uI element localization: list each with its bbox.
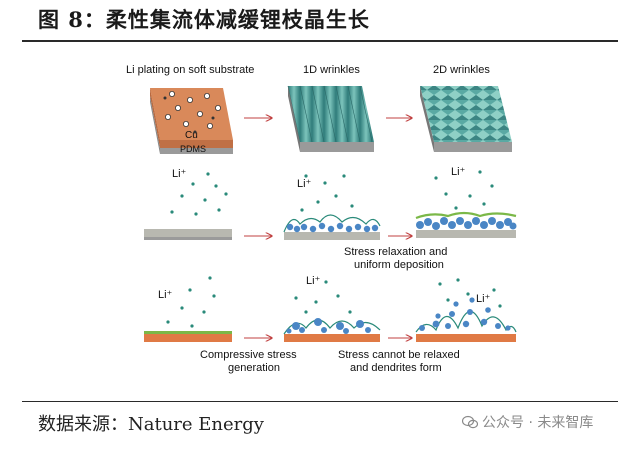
source-note: 数据来源：Nature Energy <box>38 414 264 435</box>
row2-left-li-ion: Li⁺ <box>172 168 187 180</box>
row3-left-li-ion: Li⁺ <box>158 289 173 301</box>
row2-mid-substrate <box>283 214 381 240</box>
source-rule <box>22 401 618 402</box>
row2-left-ions <box>170 172 228 216</box>
watermark: 公众号 · 未来智库 <box>462 412 593 432</box>
row2-right-substrate <box>415 211 517 238</box>
caption-compressive-2: generation <box>228 362 280 374</box>
row3-mid-ions <box>294 280 352 314</box>
label-li-plating: Li plating on soft substrate <box>126 64 254 76</box>
row3-right-ions <box>438 278 502 308</box>
label-2d-wrinkles: 2D wrinkles <box>433 64 490 76</box>
wrinkles-1d-block <box>287 85 374 152</box>
row2-right-ions <box>434 170 494 210</box>
watermark-text: 公众号 · 未来智库 <box>482 415 594 431</box>
label-pdms: PDMS <box>180 144 206 154</box>
row2-mid-li-ion: Li⁺ <box>297 178 312 190</box>
soft-substrate-block: Cu PDMS <box>150 88 233 154</box>
label-1d-wrinkles: 1D wrinkles <box>303 64 360 76</box>
row2-mid-ions <box>300 174 354 212</box>
caption-stress-relax-1: Stress relaxation and <box>344 246 447 258</box>
title-rule <box>22 40 618 42</box>
row2-left-substrate <box>144 229 232 240</box>
figure-title: 图 8：柔性集流体减缓锂枝晶生长 <box>38 7 370 32</box>
caption-cannot-relax-1: Stress cannot be relaxed <box>338 349 460 361</box>
row3-mid-substrate <box>283 318 381 342</box>
label-cu: Cu <box>185 130 198 141</box>
li-plating-diagram: Li plating on soft substrate 1D wrinkles… <box>126 64 517 374</box>
wechat-icon <box>462 415 478 429</box>
wrinkles-2d-block <box>420 86 512 152</box>
row3-left-substrate <box>144 331 232 342</box>
row3-right-li-ion: Li⁺ <box>476 293 491 305</box>
row3-left-ions <box>166 276 216 328</box>
caption-cannot-relax-2: and dendrites form <box>350 362 442 374</box>
caption-compressive-1: Compressive stress <box>200 349 297 361</box>
row2-right-li-ion: Li⁺ <box>451 166 466 178</box>
row3-mid-li-ion: Li⁺ <box>306 275 321 287</box>
caption-stress-relax-2: uniform deposition <box>354 259 444 271</box>
row3-right-substrate <box>415 297 517 342</box>
